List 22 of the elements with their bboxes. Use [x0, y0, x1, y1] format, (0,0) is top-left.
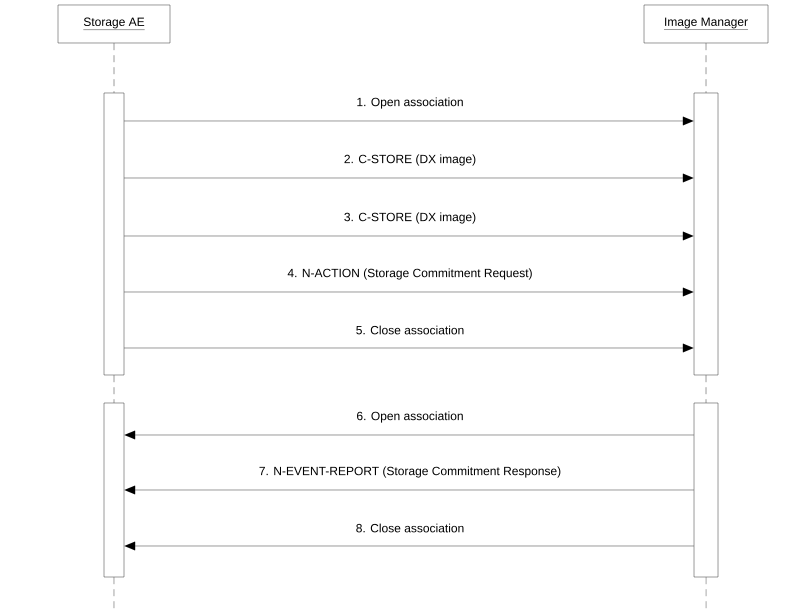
- participant-box: Storage AE: [58, 4, 170, 44]
- message-arrow: [124, 232, 694, 240]
- edge-label: 2. C-STORE (DX image): [342, 153, 478, 167]
- activation-bar: [104, 402, 124, 578]
- message-arrow: [124, 486, 694, 494]
- edge-label: 8. Close association: [354, 522, 466, 534]
- edge-label: 4. N-ACTION (Storage Commitment Request): [286, 267, 534, 281]
- message-arrow: [124, 344, 694, 352]
- message-arrow: [124, 430, 694, 440]
- edge-label: 7. N-EVENT-REPORT (Storage Commitment Response): [258, 465, 562, 479]
- activation-bar: [694, 92, 718, 376]
- activation-bar: [104, 92, 124, 376]
- activation-bar: [694, 402, 718, 578]
- edge-label: 5. Close association: [354, 324, 466, 336]
- message-arrow: [124, 174, 694, 182]
- message-arrow: [124, 116, 694, 126]
- participant-box: Image Manager: [644, 4, 768, 44]
- edge-label: 6. Open association: [355, 410, 465, 424]
- edge-label: 3. C-STORE (DX image): [342, 211, 478, 225]
- message-arrow: [124, 542, 694, 550]
- message-arrow: [124, 288, 694, 296]
- edge-label: 1. Open association: [355, 96, 465, 110]
